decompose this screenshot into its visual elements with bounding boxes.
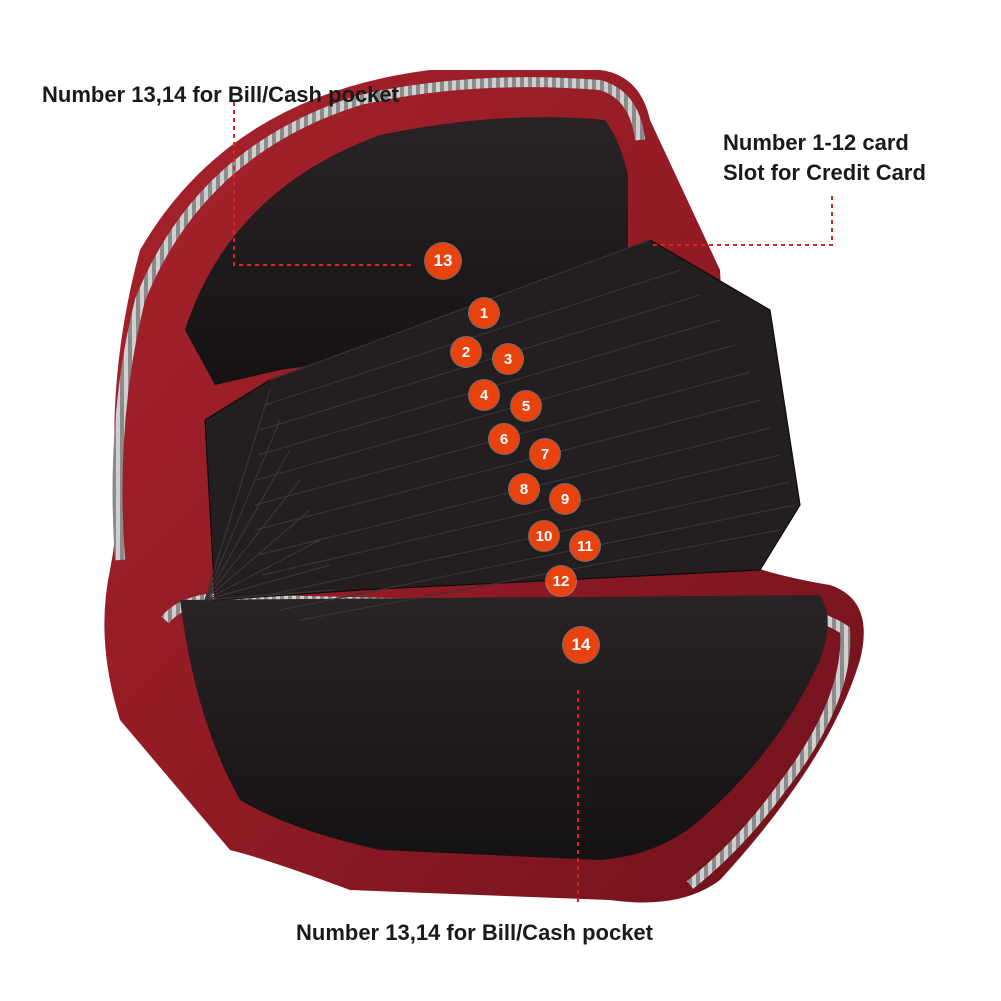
marker-8: 8: [509, 474, 539, 504]
caption-card-slots-line1: Number 1-12 card: [723, 130, 909, 155]
caption-bill-pocket-top: Number 13,14 for Bill/Cash pocket: [42, 82, 399, 107]
marker-4: 4: [469, 380, 499, 410]
marker-9: 9: [550, 484, 580, 514]
zipper-track: [112, 77, 645, 561]
marker-1: 1: [469, 298, 499, 328]
marker-10: 10: [529, 521, 559, 551]
marker-5: 5: [511, 391, 541, 421]
marker-2: 2: [451, 337, 481, 367]
lower-lining: [180, 595, 828, 860]
leader-line-top-right: [652, 196, 833, 246]
marker-6: 6: [489, 424, 519, 454]
card-slot-accordion: [204, 239, 801, 621]
caption-card-slots: Number 1-12 card Slot for Credit Card: [723, 128, 926, 188]
accordion-left-fan: [204, 389, 336, 601]
caption-bill-pocket-bottom: Number 13,14 for Bill/Cash pocket: [296, 920, 653, 945]
leader-lines: [233, 102, 833, 905]
marker-12: 12: [546, 566, 576, 596]
marker-7: 7: [530, 439, 560, 469]
marker-14: 14: [563, 627, 599, 663]
leader-line-top-left: [233, 102, 412, 266]
marker-3: 3: [493, 344, 523, 374]
caption-card-slots-line2: Slot for Credit Card: [723, 160, 926, 185]
marker-11: 11: [570, 531, 600, 561]
marker-13: 13: [425, 243, 461, 279]
